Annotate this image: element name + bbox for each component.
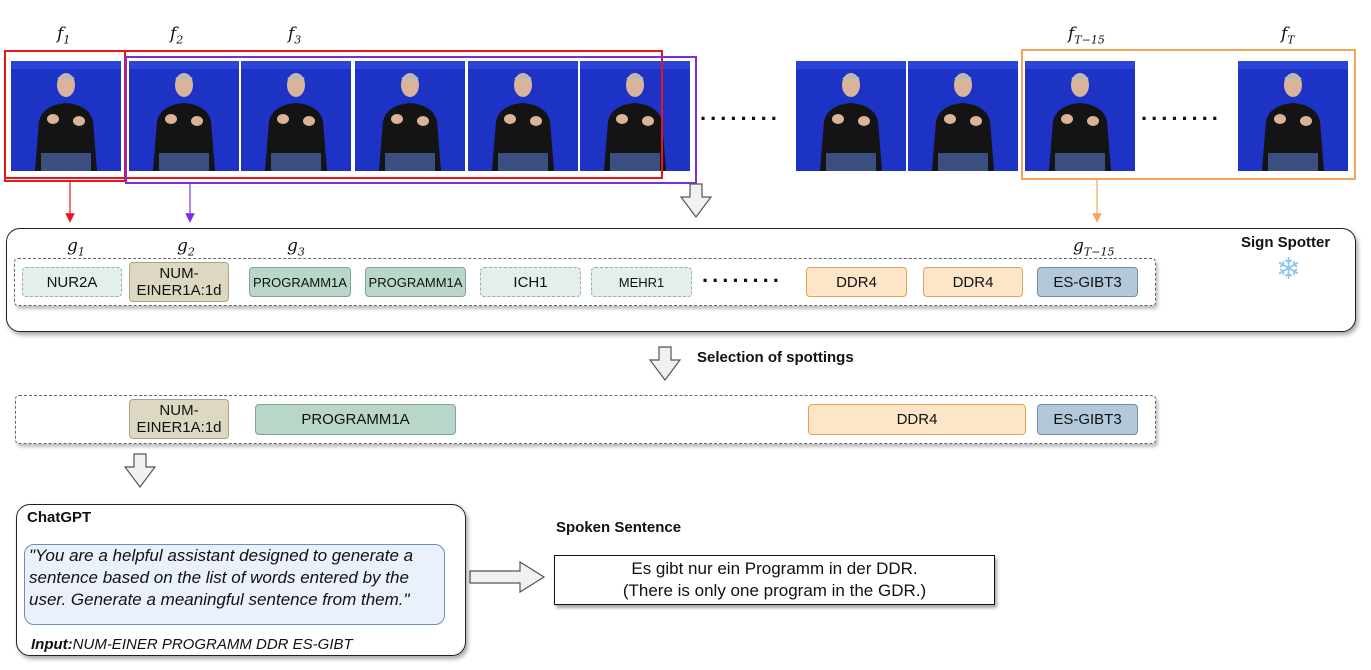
selection-label: Selection of spottings	[697, 349, 854, 366]
frame-label-fT: fT	[1281, 24, 1295, 47]
chatgpt-title: ChatGPT	[27, 509, 92, 526]
video-frame	[241, 61, 351, 171]
frame-label-f1: f1	[57, 24, 71, 47]
video-frame	[908, 61, 1018, 171]
video-frame	[1025, 61, 1135, 171]
video-frame	[11, 61, 121, 171]
gloss-tag: ES-GIBT3	[1037, 267, 1138, 297]
frame-label-fT15: fT−15	[1068, 24, 1105, 47]
gloss-tag: MEHR1	[591, 267, 692, 297]
chatgpt-prompt: "You are a helpful assistant designed to…	[24, 544, 445, 625]
selected-gloss-tag: ES-GIBT3	[1037, 404, 1138, 435]
chatgpt-input: Input:NUM-EINER PROGRAMM DDR ES-GIBT	[31, 636, 353, 653]
gloss-tag: PROGRAMM1A	[249, 267, 351, 297]
gloss-label-g1: g1	[67, 236, 85, 259]
spoken-sentence-title: Spoken Sentence	[556, 519, 682, 536]
selected-gloss-tag: PROGRAMM1A	[255, 404, 456, 435]
video-frame	[468, 61, 578, 171]
gloss-tag: ICH1	[480, 267, 581, 297]
selected-gloss-tag: NUM-EINER1A:1d	[129, 399, 229, 439]
gloss-tag: NUR2A	[22, 267, 122, 297]
gloss-tag: DDR4	[923, 267, 1023, 297]
gloss-label-g2: g2	[177, 236, 195, 259]
window-box-orange	[1021, 49, 1356, 180]
frame-label-f2: f2	[170, 24, 184, 47]
gloss-label-g3: g3	[287, 236, 305, 259]
frames-ellipsis-2: ........	[1141, 100, 1222, 125]
sign-spotter-title: Sign Spotter	[1241, 234, 1331, 251]
frame-label-f3: f3	[288, 24, 302, 47]
chatgpt-input-value: NUM-EINER PROGRAMM DDR ES-GIBT	[72, 636, 353, 653]
spoken-sentence-box: Es gibt nur ein Programm in der DDR. (Th…	[554, 555, 995, 605]
snowflake-icon: ❄	[1276, 253, 1302, 286]
frames-ellipsis: ........	[700, 100, 781, 125]
video-frame	[796, 61, 906, 171]
spoken-sentence-line2: (There is only one program in the GDR.)	[622, 581, 927, 600]
glosses-ellipsis: ........	[702, 262, 783, 287]
gloss-tag: PROGRAMM1A	[365, 267, 466, 297]
gloss-label-gT15: gT−15	[1073, 236, 1115, 259]
window-box-purple	[125, 56, 697, 184]
gloss-tag: NUM-EINER1A:1d	[129, 262, 229, 302]
gloss-tag: DDR4	[806, 267, 907, 297]
chatgpt-input-label: Input:	[31, 636, 73, 653]
video-frame	[355, 61, 465, 171]
video-frame	[129, 61, 239, 171]
video-frame	[1238, 61, 1348, 171]
spoken-sentence-line1: Es gibt nur ein Programm in der DDR.	[631, 559, 918, 578]
selected-gloss-tag: DDR4	[808, 404, 1026, 435]
video-frame	[580, 61, 690, 171]
